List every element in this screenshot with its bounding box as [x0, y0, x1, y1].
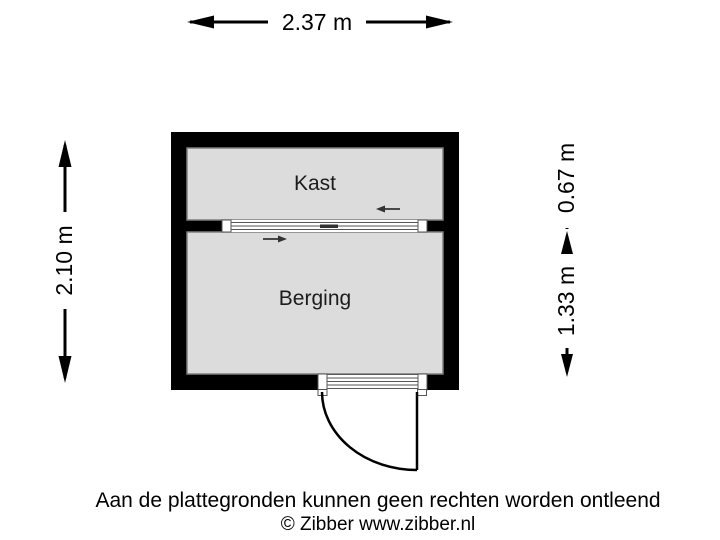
dimension-right-top-label-bg — [549, 128, 583, 228]
footer: Aan de plattegronden kunnen geen rechten… — [95, 489, 660, 535]
disclaimer-text: Aan de plattegronden kunnen geen rechten… — [95, 489, 660, 512]
entry-door — [317, 373, 428, 472]
sliding-door-jamb-left — [221, 219, 232, 233]
arrow-left-icon — [187, 15, 214, 29]
entry-door-jamb-right-ext — [417, 389, 427, 396]
building: Kast Berging — [171, 132, 459, 472]
arrow-up-icon — [561, 231, 573, 254]
dimension-top: 2.37 m — [187, 5, 453, 39]
dimension-right-bottom-label: 1.33 m — [553, 266, 579, 336]
room-label-kast: Kast — [294, 172, 336, 195]
dimension-top-label-bg — [268, 5, 366, 39]
arrow-down-icon — [561, 354, 573, 377]
sliding-door-jamb-right — [417, 219, 428, 233]
entry-door-swing-arc — [320, 391, 418, 472]
copyright-text: © Zibber www.zibber.nl — [281, 514, 476, 535]
entry-door-jamb-left — [317, 373, 328, 391]
dimension-right-top: 0.67 m — [549, 128, 583, 229]
dimension-right-bottom: 1.33 m — [549, 231, 583, 377]
room-kast — [186, 147, 444, 221]
dimension-right-bottom-label-bg — [549, 254, 583, 348]
slide-arrow-right-icon — [263, 235, 287, 243]
dimension-top-label: 2.37 m — [282, 9, 352, 35]
dimension-left-label-bg — [48, 212, 80, 309]
dimension-left-label: 2.10 m — [51, 225, 77, 295]
room-label-berging: Berging — [279, 287, 351, 310]
sliding-door-overlap — [320, 224, 338, 228]
entry-door-jamb-right — [417, 373, 428, 391]
dimension-right-top-label: 0.67 m — [553, 143, 579, 213]
arrow-up-icon — [58, 140, 72, 167]
arrow-down-icon — [58, 356, 72, 383]
arrow-right-icon — [426, 15, 453, 29]
sliding-door — [221, 205, 428, 243]
slide-arrow-left-icon — [376, 205, 400, 213]
dimension-left: 2.10 m — [48, 140, 80, 383]
